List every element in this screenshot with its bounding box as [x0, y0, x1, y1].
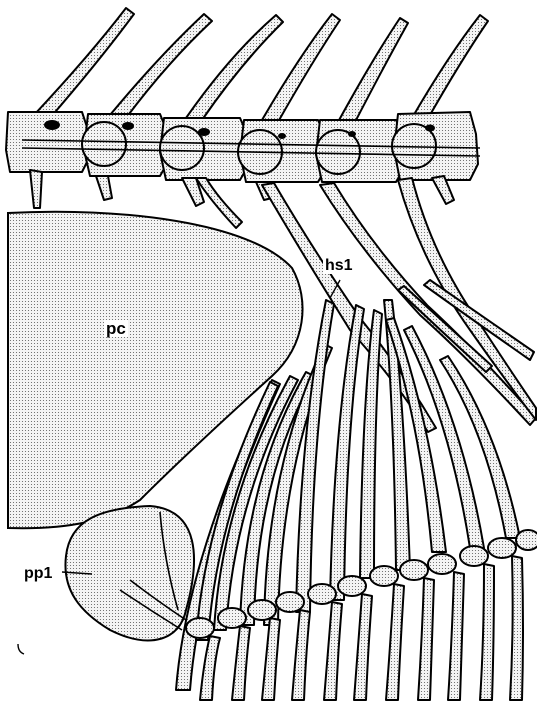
joint-1 [82, 122, 126, 166]
label-pp1: pp1 [22, 566, 54, 582]
small-mark [18, 644, 24, 654]
label-hs1: hs1 [323, 258, 355, 274]
pc-cavity [8, 212, 303, 529]
neural-spine-1 [34, 8, 134, 118]
joint-2 [160, 126, 204, 170]
neural-spine-6 [412, 15, 488, 122]
vertebra-1 [6, 112, 88, 172]
neural-spines [34, 8, 488, 124]
neural-spine-5 [338, 18, 408, 124]
label-pc: pc [104, 320, 128, 337]
vertebral-column [6, 8, 488, 208]
